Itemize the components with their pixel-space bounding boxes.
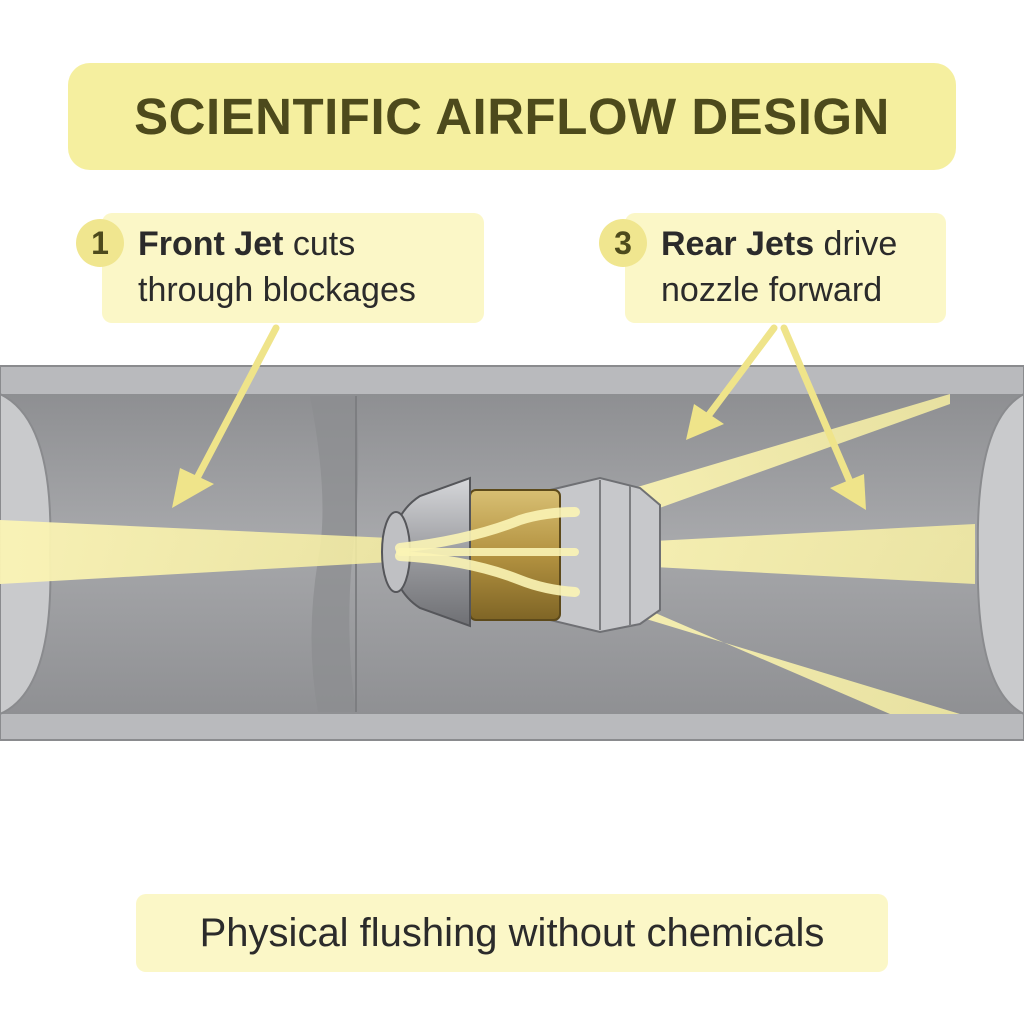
footer-text: Physical flushing without chemicals (199, 910, 825, 955)
callout-number-badge: 3 (599, 219, 647, 267)
callout-bold-text: Front Jet (138, 225, 284, 263)
callout-rear-jets: 3 Rear Jets drive nozzle forward (599, 213, 946, 323)
callout-line-2: nozzle forward (661, 271, 883, 309)
arrow-rear-jet-upper (686, 324, 778, 440)
footer-banner: Physical flushing without chemicals (136, 894, 888, 972)
callout-front-jet: 1 Front Jet cuts through blockages (76, 213, 484, 323)
callout-line-1: Rear Jets drive (661, 221, 897, 267)
front-jet (0, 520, 390, 584)
callout-line-1: Front Jet cuts (138, 221, 355, 267)
page-title: SCIENTIFIC AIRFLOW DESIGN (134, 88, 890, 145)
title-banner: SCIENTIFIC AIRFLOW DESIGN (68, 63, 956, 170)
callout-line-2: through blockages (138, 271, 416, 309)
callout-number-badge: 1 (76, 219, 124, 267)
nozzle (381, 476, 661, 634)
arrow-rear-jet-lower (780, 324, 866, 510)
callout-bold-text: Rear Jets (661, 225, 815, 263)
arrow-front-jet (172, 324, 280, 508)
callout-rest-text: drive (814, 225, 898, 263)
callout-rest-text: cuts (283, 225, 356, 263)
